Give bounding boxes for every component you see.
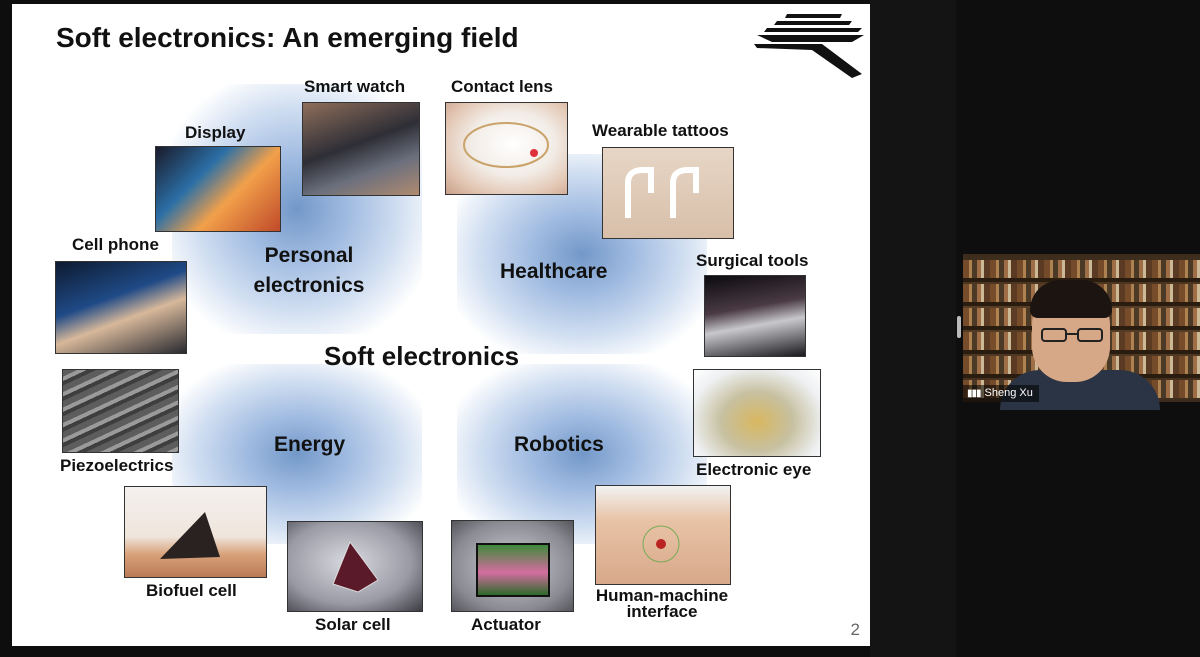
institution-logo [754, 14, 864, 78]
piezoelectrics-image [62, 369, 179, 453]
bookshelf-row [963, 260, 1200, 278]
page-number: 2 [850, 620, 860, 639]
caption-electronic-eye: Electronic eye [696, 460, 812, 479]
tattoo-circuit-icon [625, 167, 699, 218]
caption-smart-watch: Smart watch [304, 77, 406, 96]
audio-signal-icon: ▮▮▮ [967, 388, 981, 399]
wearable-tattoos-image [602, 147, 734, 239]
lens-circuit-icon [463, 122, 549, 168]
contact-lens-image [445, 102, 568, 195]
caption-biofuel-cell: Biofuel cell [146, 581, 237, 600]
caption-surgical-tools: Surgical tools [696, 251, 809, 270]
caption-wearable-tattoos: Wearable tattoos [592, 121, 729, 140]
electronic-eye-image [693, 369, 821, 457]
caption-contact-lens: Contact lens [451, 77, 554, 96]
presentation-slide: Soft electronics: An emerging field Pers… [12, 4, 870, 646]
center-title: Soft electronics [324, 341, 520, 371]
solar-cell-shape-icon [332, 540, 379, 593]
actuator-image [451, 520, 574, 612]
solar-cell-image [287, 521, 423, 612]
caption-solar-cell: Solar cell [315, 615, 391, 634]
biofuel-cell-image [124, 486, 267, 578]
quadrant-label-robotics: Robotics [514, 433, 604, 456]
display-image [155, 146, 281, 232]
smart-watch-image [302, 102, 420, 196]
quadrant-label-healthcare: Healthcare [500, 260, 608, 283]
quadrant-label-energy: Energy [274, 433, 346, 456]
screen-share-margin [870, 0, 956, 657]
surgical-tools-image [704, 275, 806, 357]
actuator-screen [476, 543, 550, 597]
caption-display: Display [185, 123, 246, 142]
participant-hair [1030, 280, 1112, 318]
cell-phone-image [55, 261, 187, 354]
slide-title: Soft electronics: An emerging field [56, 22, 519, 53]
biofuel-patch-icon [160, 512, 220, 559]
quadrant-label-personal: Personal electronics [253, 244, 365, 297]
participant-name-tag: ▮▮▮Sheng Xu [963, 385, 1039, 402]
hmi-sensor-icon [642, 525, 680, 563]
glasses-icon [1041, 328, 1103, 342]
human-machine-interface-image [595, 485, 731, 585]
caption-cell-phone: Cell phone [72, 235, 159, 254]
participant-name: Sheng Xu [984, 387, 1033, 399]
caption-human-machine-interface: Human-machine interface [595, 586, 729, 621]
panel-resize-handle[interactable] [957, 316, 961, 338]
caption-actuator: Actuator [471, 615, 541, 634]
caption-piezoelectrics: Piezoelectrics [60, 456, 174, 475]
